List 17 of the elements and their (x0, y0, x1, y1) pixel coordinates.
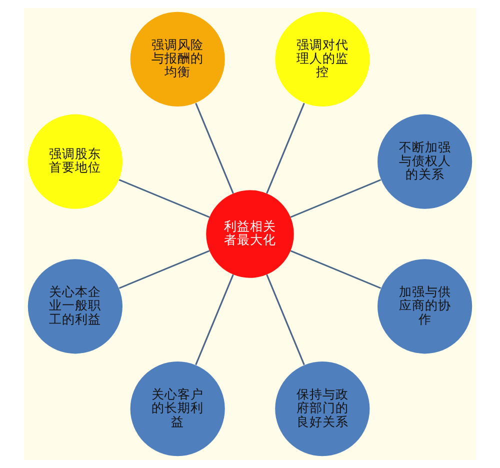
connector (290, 179, 382, 218)
connector (290, 250, 382, 289)
connector (195, 102, 234, 194)
connector (266, 102, 305, 194)
connector (195, 274, 234, 366)
node-circle: 不断加强与债权人的关系 (378, 114, 472, 209)
node-circle: 关心客户的长期利益 (130, 362, 225, 456)
node-circle: 强调风险与报酬的均衡 (130, 12, 225, 106)
node-circle: 强调股东首要地位 (28, 114, 122, 209)
node-circle: 保持与政府部门的良好关系 (275, 362, 370, 456)
connector (118, 179, 210, 218)
node-circle: 利益相关者最大化 (206, 190, 294, 278)
node-circle: 加强与供应商的协作 (378, 259, 472, 354)
connector (118, 250, 210, 289)
node-circle: 强调对代理人的监控 (275, 12, 370, 106)
connector (266, 274, 305, 366)
node-circle: 关心本企业一般职工的利益 (28, 259, 122, 354)
